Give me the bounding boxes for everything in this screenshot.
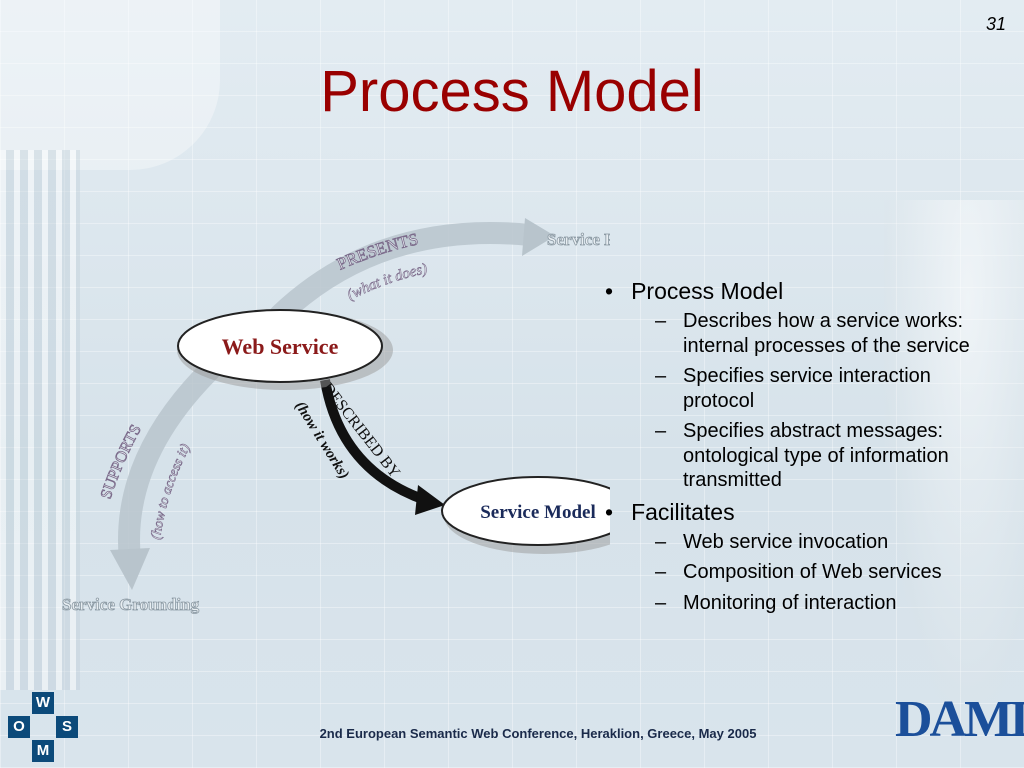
supports-arrow [118,359,221,571]
service-profile-label: Service Profile [547,230,610,249]
presents-arrow [269,221,541,326]
bullet-item: •Facilitates [605,498,735,525]
statue-decoration [884,200,1024,700]
web-service-diagram: Web Service Service Model Service Profil… [62,218,610,614]
sub-bullet-item: –Specifies abstract messages: ontologica… [655,420,949,491]
service-model-label: Service Model [480,502,596,523]
described-by-arrow [320,379,427,505]
page-number: 31 [985,14,1006,34]
sub-bullet-item: –Composition of Web services [655,561,942,583]
sub-bullet-item: –Specifies service interaction protocol [655,365,931,412]
web-service-label: Web Service [222,334,339,359]
ionic-capital-decoration [0,0,220,170]
sub-bullet-item: –Monitoring of interaction [655,591,897,614]
footer-text: 2nd European Semantic Web Conference, He… [319,726,757,741]
web-service-node [177,309,383,383]
bullet-item: •Process Model [605,278,784,304]
sub-bullet-item: –Describes how a service works: internal… [655,310,970,357]
wosm-logo: W O S M [2,690,82,768]
service-model-node [441,476,610,546]
daml-logo: DAML [895,691,1024,748]
column-decoration [0,150,80,690]
sub-bullet-item: –Web service invocation [655,530,889,553]
bullet-list: •Process Model –Describes how a service … [605,278,995,621]
slide-title: Process Model [320,59,704,124]
service-grounding-label: Service Grounding [62,595,200,614]
